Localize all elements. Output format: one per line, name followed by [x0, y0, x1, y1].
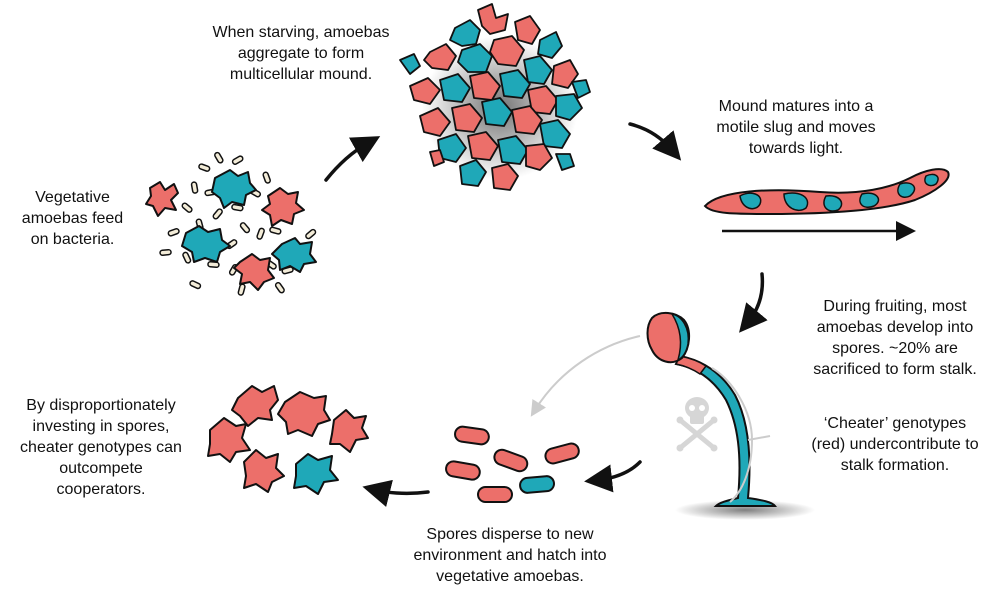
amoeba-red [277, 391, 331, 437]
vegetative-stage [145, 151, 317, 296]
bacteria-cluster [159, 151, 317, 296]
spore-red [493, 448, 529, 473]
amoeba-red [207, 417, 251, 463]
spore-red [544, 442, 580, 465]
amoeba-teal [293, 453, 339, 495]
label-fruiting: During fruiting, most amoebas develop in… [813, 298, 977, 378]
amoeba-red [145, 181, 179, 217]
amoeba-red [243, 449, 285, 493]
spore-red [454, 425, 490, 446]
amoeba-red [233, 253, 275, 291]
label-outcompete: By disproportionately investing in spore… [20, 397, 182, 498]
spores-stage [445, 425, 580, 503]
amoeba-teal [181, 225, 231, 263]
slug-stage [703, 168, 950, 241]
fruiting-body-stage [530, 312, 815, 520]
arrow-slug-to-fruiting [739, 272, 768, 333]
amoeba-teal [211, 169, 257, 209]
label-vegetative: Vegetative amoebas feed on bacteria. [21, 189, 124, 248]
faint-cycle-arrow [530, 335, 641, 417]
skull-crossbones-icon [676, 397, 718, 452]
fruiting-floor-shadow [675, 500, 815, 520]
mound-stage [399, 3, 591, 191]
arrow-spores-to-outcompete [362, 479, 430, 507]
slug-body [703, 168, 950, 216]
amoeba-red [261, 187, 305, 227]
fruiting-stalk [674, 354, 778, 507]
cycle-arrows [324, 122, 768, 507]
arrow-mound-to-slug [628, 122, 682, 161]
label-slug: Mound matures into a motile slug and mov… [716, 98, 876, 157]
amoeba-teal [271, 237, 317, 273]
label-spores: Spores disperse to new environment and h… [413, 526, 607, 585]
arrow-vegetative-to-mound [324, 136, 381, 182]
arrow-fruiting-to-spores [584, 460, 642, 493]
spore-red [477, 486, 513, 503]
outcompete-stage [207, 385, 369, 495]
spore-red [445, 460, 481, 481]
label-starving: When starving, amoebas aggregate to form… [212, 24, 390, 83]
label-cheater-stalk: ‘Cheater’ genotypes (red) undercontribut… [811, 415, 979, 474]
spore-teal [519, 475, 556, 494]
amoeba-red [231, 385, 279, 427]
amoeba-red [329, 409, 369, 453]
